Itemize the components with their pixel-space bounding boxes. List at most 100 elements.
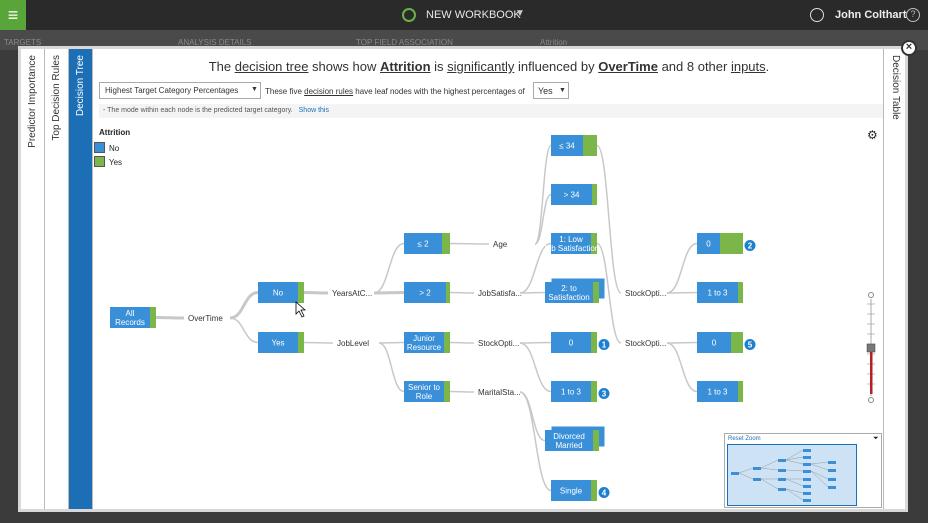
node-label: Single [560,487,583,496]
legend-swatch-yes [94,156,105,167]
tree-edge [378,342,405,393]
tree-node-n1to3a[interactable]: 1 to 3 3 [551,381,611,402]
tree-edge [666,342,698,393]
split-label-maritalsta[interactable]: MaritalSta... [478,388,521,397]
tree-node-n1to3b[interactable]: 1 to 3 [697,282,743,303]
split-label-jobsatisfa[interactable]: JobSatisfa... [478,289,522,298]
rule-badge: 3 [602,390,607,399]
node-label: 0 [569,339,574,348]
tab-predictor-importance[interactable]: Predictor Importance [21,49,45,509]
node-label: ≤ 34 [559,142,575,151]
tree-node-yes[interactable]: Yes [258,332,304,353]
node-label: > 2 [419,289,431,298]
user-name[interactable]: John Colthart [835,9,907,21]
tree-node-le2[interactable]: ≤ 2 [404,233,450,254]
top-bar: ≡ NEW WORKBOOK ▼ John Colthart ? [0,0,928,30]
inputs-link[interactable]: inputs [730,59,766,74]
node-label: 1: Low [559,235,583,244]
user-avatar-icon[interactable] [810,8,824,22]
background-tabs: TARGETS ANALYSIS DETAILS TOP FIELD ASSOC… [0,30,928,50]
legend-label-no: No [109,144,120,153]
tree-node-le34[interactable]: ≤ 34 [551,135,597,156]
split-label-stockopti2[interactable]: StockOpti... [625,289,666,298]
significantly-link[interactable]: significantly [447,59,515,74]
split-label-joblevel[interactable]: JobLevel [337,339,369,348]
target-link[interactable]: Attrition [379,59,431,74]
tree-edge [303,341,334,344]
tree-edge [596,144,622,294]
close-icon[interactable]: × [901,40,917,56]
show-this-link[interactable]: Show this [298,107,329,114]
target-category-select[interactable]: Yes [533,82,569,99]
tree-node-single[interactable]: Single 4 [551,480,611,501]
tab-top-decision-rules[interactable]: Top Decision Rules [45,49,69,509]
tree-edge [534,144,552,245]
tree-edge [449,390,475,393]
tree-edge [666,242,698,294]
tree-edge [449,341,475,344]
node-label: 0 [712,339,717,348]
node-label: 1 to 3 [561,388,582,397]
chevron-down-icon[interactable]: ▼ [559,87,566,94]
minimap[interactable]: Reset Zoom ⏷ [724,433,882,508]
legend-label-yes: Yes [109,158,123,167]
node-label: Records [115,318,145,327]
minimap-viewport[interactable] [727,444,857,506]
node-label: Resource [407,343,442,352]
tree-edge [519,391,546,442]
mouse-cursor-icon [295,301,307,318]
collapse-icon[interactable]: ⏷ [873,435,879,442]
split-label-age[interactable]: Age [493,240,508,249]
workbook-title[interactable]: NEW WORKBOOK [426,9,521,21]
legend-swatch-no [94,142,105,153]
node-label: Senior to [408,383,441,392]
rule-badge: 5 [748,341,753,350]
chevron-down-icon[interactable]: ▼ [251,86,258,93]
zoom-slider[interactable] [866,292,876,404]
note-bar: - The mode within each node is the predi… [99,104,883,118]
tree-edge [666,291,698,294]
tree-node-gt2[interactable]: > 2 [404,282,450,303]
ranking-select[interactable]: Highest Target Category Percentages [99,82,261,99]
node-label: 1 to 3 [707,289,728,298]
rule-badge: 1 [602,341,607,350]
tree-edge [449,242,490,245]
hamburger-menu-icon[interactable]: ≡ [0,0,26,30]
gear-icon[interactable]: ⚙ [867,128,878,142]
tree-edge [519,291,546,294]
decision-tree-link[interactable]: decision tree [234,59,309,74]
node-label: Role [416,392,433,401]
split-label-stockopti1[interactable]: StockOpti... [478,339,519,348]
tab-decision-tree[interactable]: Decision Tree [69,49,93,509]
tree-node-no[interactable]: No [258,282,304,303]
node-label: Yes [271,339,284,348]
tree-node-n1to3c[interactable]: 1 to 3 [697,381,743,402]
minimap-tree [731,449,836,502]
reset-zoom-link[interactable]: Reset Zoom [728,436,761,442]
tree-edge [519,342,552,393]
help-icon[interactable]: ? [906,8,920,22]
tree-edge [303,291,329,295]
split-label-stockopti3[interactable]: StockOpti... [625,339,666,348]
tab-decision-table[interactable]: Decision Table [883,49,908,509]
split-label-yearsat[interactable]: YearsAtC... [332,289,372,298]
note-text: - The mode within each node is the predi… [103,107,293,114]
rule-badge: 4 [602,489,607,498]
tree-node-gt34[interactable]: > 34 [551,184,597,205]
split-label-overtime[interactable]: OverTime [188,314,223,323]
tree-edge [534,193,552,245]
decision-rules-link[interactable]: decision rules [304,87,354,96]
top-input-link[interactable]: OverTime [598,59,658,74]
chevron-down-icon[interactable]: ▼ [515,8,525,19]
tree-edge [449,291,475,294]
